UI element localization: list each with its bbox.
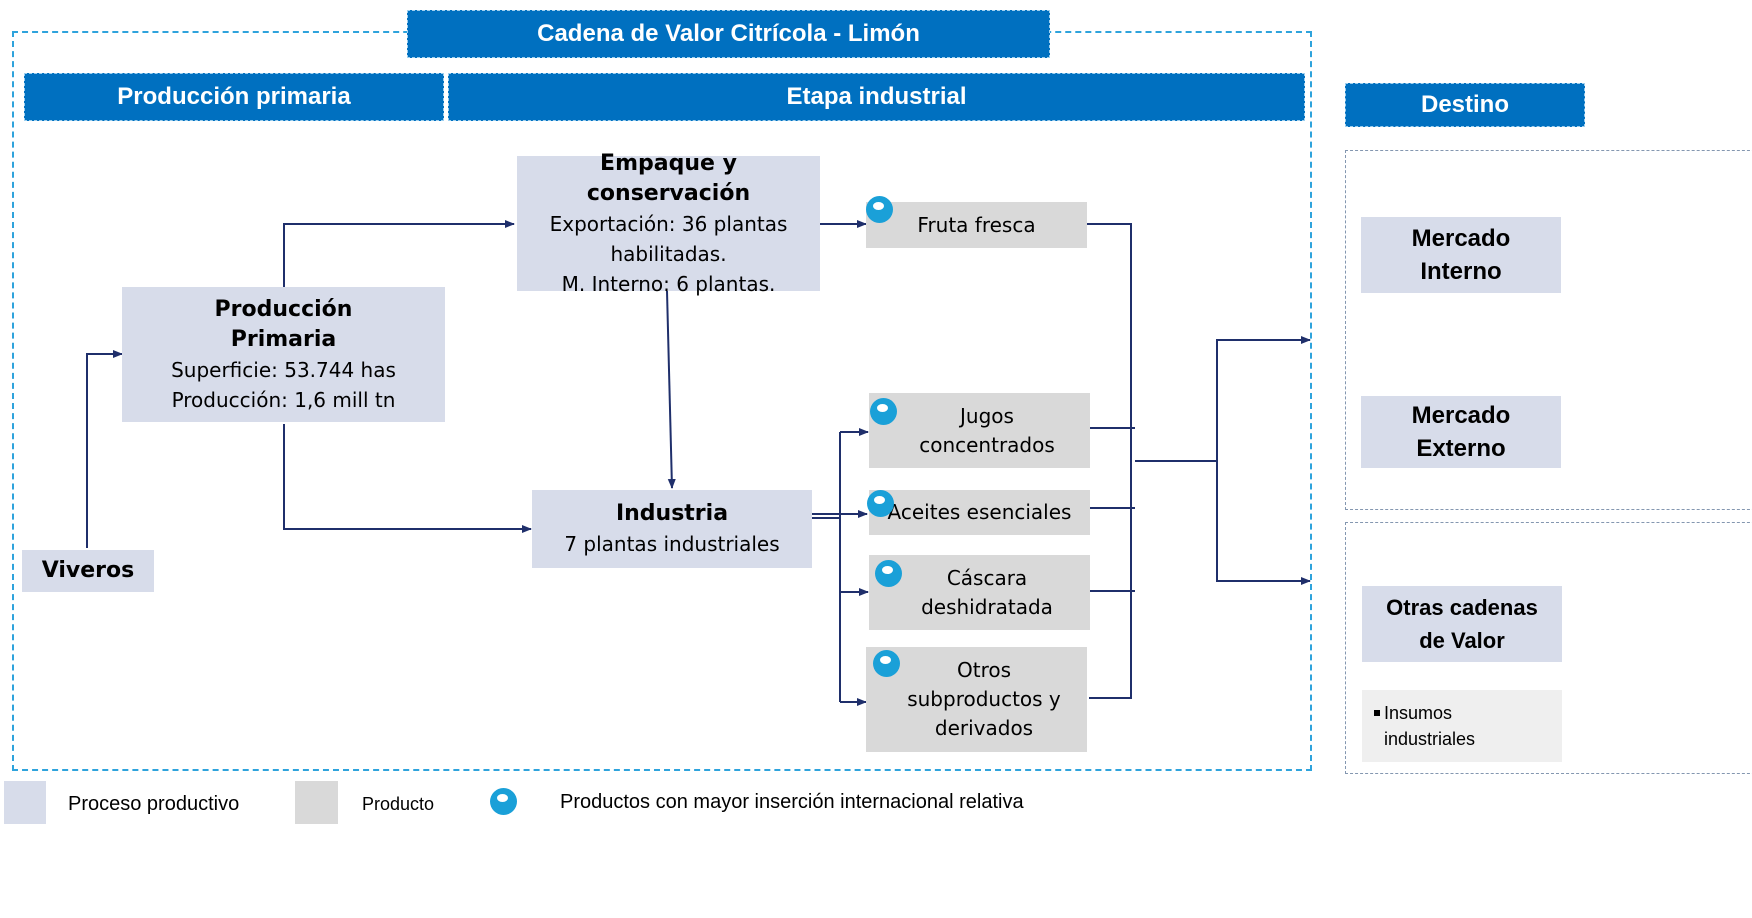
node-produccion-title-1: Producción [214,296,353,322]
product-otros-line3: derivados [934,716,1034,740]
product-otros: Otros subproductos y derivados [866,647,1087,752]
node-produccion-primaria: Producción Primaria Superficie: 53.744 h… [122,287,445,422]
arrow-to-mercado-interno [1216,336,1311,461]
highlight-dot-icon [866,196,893,223]
destination-insumos: Insumos industriales [1362,690,1562,762]
destination-otras-cadenas: Otras cadenas de Valor [1362,586,1562,662]
legend-swatch-proceso [4,781,46,824]
node-empaque: Empaque y conservación Exportación: 36 p… [517,151,820,296]
product-jugos-line2: concentrados [919,432,1055,457]
destination-markets-group [1345,150,1752,510]
node-industria-title: Industria [615,501,729,526]
chart-title: Cadena de Valor Citrícola - Limón [407,10,1050,58]
node-empaque-title: Empaque y conservación [586,150,751,206]
product-cascara-line1: Cáscara [946,565,1028,590]
product-jugos-line1: Jugos [960,403,1014,428]
legend-label-producto: Producto [362,793,435,814]
product-collector [1087,223,1132,699]
legend-swatch-producto [295,781,338,824]
arrow-produccion-industria [283,424,532,533]
product-fruta-fresca: Fruta fresca [866,202,1087,248]
destination-insumos-line1: Insumos [1384,703,1453,723]
product-fruta-label: Fruta fresca [917,212,1036,237]
destination-externo-line1: Mercado [1411,402,1511,429]
destination-interno-line2: Interno [1420,258,1502,285]
product-cascara-line2: deshidratada [921,594,1053,619]
bullet-square-icon [1374,710,1380,716]
highlight-dot-icon [873,650,900,677]
node-empaque-line2: habilitadas. [610,241,727,266]
node-produccion-superficie: Superficie: 53.744 has [171,357,396,382]
node-produccion-title-2: Primaria [230,326,337,352]
product-jugos: Jugos concentrados [869,393,1090,468]
destination-interno-line1: Mercado [1411,225,1511,252]
node-industria-line1: 7 plantas industriales [564,532,780,556]
stage-header-industrial: Etapa industrial [448,73,1305,121]
arrow-to-otras-cadenas [1216,461,1311,585]
destination-otras-line1: Otras cadenas [1386,595,1538,620]
node-viveros-label: Viveros [41,558,135,583]
stage-header-primary: Producción primaria [24,73,444,121]
product-otros-line1: Otros [956,658,1012,682]
destination-mercado-externo: Mercado Externo [1361,396,1561,468]
product-cascara: Cáscara deshidratada [869,555,1090,630]
highlight-dot-icon [875,560,902,587]
product-otros-line2: subproductos y [907,687,1061,711]
arrow-empaque-industria [666,290,676,489]
destination-mercado-interno: Mercado Interno [1361,217,1561,293]
destination-insumos-line2: industriales [1384,729,1476,749]
stage-header-destination: Destino [1345,83,1585,127]
node-industria: Industria 7 plantas industriales [532,490,812,568]
legend-label-insercion: Productos con mayor inserción internacio… [560,790,1024,813]
node-viveros: Viveros [22,550,154,592]
product-aceites-label: Aceites esenciales [887,500,1072,524]
destination-otras-line2: de Valor [1419,628,1505,653]
product-aceites: Aceites esenciales [869,490,1090,535]
legend-highlight-dot-icon [490,788,517,815]
destination-externo-line2: Externo [1416,435,1506,462]
node-empaque-line1: Exportación: 36 plantas [549,211,788,236]
node-empaque-line3: M. Interno: 6 plantas. [561,271,776,296]
node-produccion-produccion: Producción: 1,6 mill tn [171,387,396,412]
arrow-viveros-produccion [86,350,123,548]
legend-label-proceso: Proceso productivo [68,792,240,815]
destination-other-chains-group [1345,522,1752,774]
highlight-dot-icon [867,490,894,517]
arrow-produccion-empaque [283,220,515,287]
highlight-dot-icon [870,398,897,425]
